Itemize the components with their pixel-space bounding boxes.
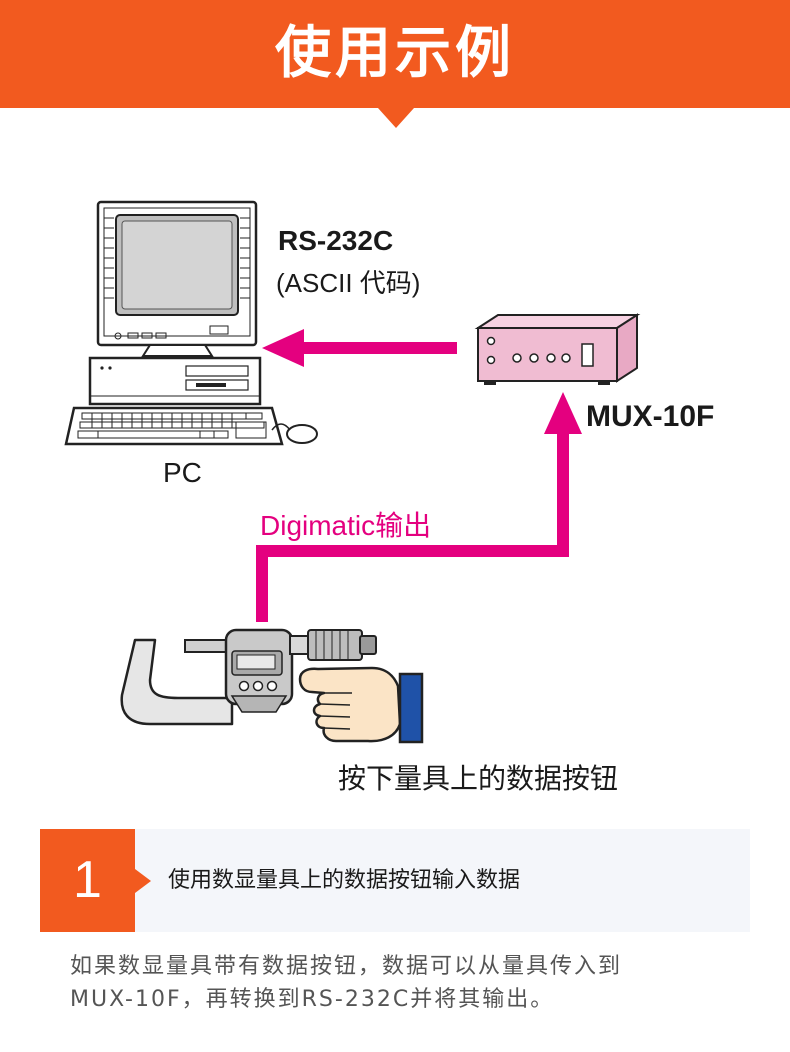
hand-pressing-icon bbox=[298, 666, 424, 744]
step-panel: 1 使用数显量具上的数据按钮输入数据 bbox=[40, 829, 750, 932]
rs232c-arrow bbox=[262, 329, 457, 367]
step-number: 1 bbox=[40, 829, 135, 932]
header-banner bbox=[0, 0, 790, 108]
pc-label: PC bbox=[163, 457, 202, 488]
ascii-code-label: (ASCII 代码) bbox=[276, 268, 421, 298]
description: 如果数显量具带有数据按钮，数据可以从量具传入到 MUX-10F，再转换到RS-2… bbox=[70, 950, 750, 1016]
header-notch bbox=[378, 108, 414, 128]
mux-10f-icon bbox=[474, 313, 641, 385]
pc-computer-icon bbox=[64, 200, 318, 446]
diagram-graphics bbox=[64, 200, 641, 744]
step-pointer bbox=[135, 869, 151, 893]
page-title: 使用示例 bbox=[275, 21, 515, 86]
digimatic-output-label: Digimatic输出 bbox=[260, 510, 432, 541]
mux-label: MUX-10F bbox=[586, 400, 715, 433]
description-line-2: MUX-10F，再转换到RS-232C并将其输出。 bbox=[70, 987, 555, 1012]
description-line-1: 如果数显量具带有数据按钮，数据可以从量具传入到 bbox=[70, 954, 623, 979]
micrometer-icon bbox=[120, 628, 377, 726]
rs232c-label: RS-232C bbox=[278, 225, 394, 256]
connection-diagram: RS-232C (ASCII 代码) PC MUX-10F Digimatic输… bbox=[0, 130, 790, 830]
step-text: 使用数显量具上的数据按钮输入数据 bbox=[168, 868, 521, 893]
press-button-label: 按下量具上的数据按钮 bbox=[338, 762, 619, 795]
digimatic-arrow bbox=[256, 392, 582, 622]
